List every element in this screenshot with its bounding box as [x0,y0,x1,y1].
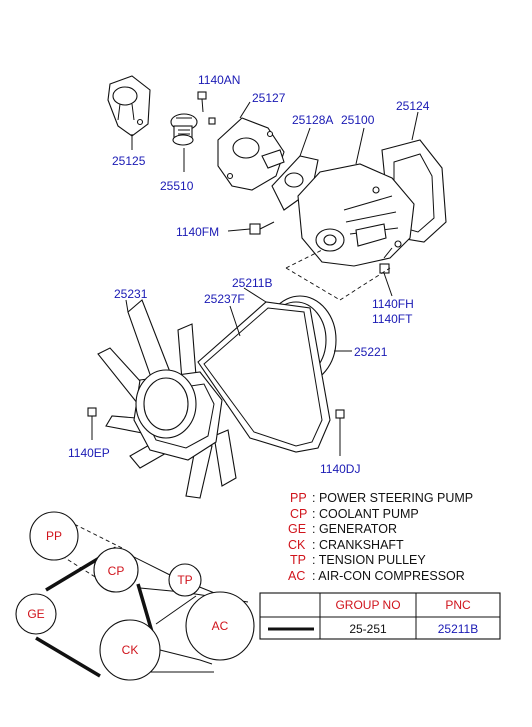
fan-spacer-part [135,369,197,439]
part-number-25125: 25125 [112,154,146,168]
pulley-pp-label: PP [46,529,62,543]
water-inlet-fitting-part [217,117,285,191]
part-number-1140ft: 1140FT [372,312,413,326]
part-number-25221: 25221 [354,345,388,359]
pulley-ck-label: CK [122,643,139,657]
thermostat-part [170,113,198,146]
part-number-25128a: 25128A [292,113,333,127]
part-number-25127: 25127 [252,91,286,105]
part-number-25231: 25231 [114,287,148,301]
legend-code: CP [290,507,307,521]
pulley-cp: CP [93,547,139,593]
water-pump-body-part [297,163,415,267]
bolt-1140ep-part [87,407,97,440]
pulley-cp-label: CP [108,564,125,578]
legend-code: GE [288,522,306,536]
pulley-tp-label: TP [177,573,192,587]
table-header-pnc: PNC [445,598,471,612]
part-number-1140fm: 1140FM [176,225,219,239]
table-border [259,592,501,640]
part-number-25237f: 25237F [204,292,245,306]
pulley-ac: AC [185,591,255,661]
part-number-25510: 25510 [160,179,194,193]
part-number-1140dj: 1140DJ [320,462,360,476]
belt-routing-diagram: PP CP GE CK TP AC [15,511,255,681]
bolt-1140an-part [197,91,216,125]
pulley-pp: PP [29,511,79,561]
part-number-1140fh: 1140FH [372,297,414,311]
pulley-tp: TP [168,563,202,597]
table-header-group-no: GROUP NO [335,598,400,612]
part-number-1140ep: 1140EP [68,446,110,460]
legend-desc: : CRANKSHAFT [312,538,404,552]
part-number-25100: 25100 [341,113,375,127]
bolt-1140fm-part [249,221,275,235]
legend-code: TP [290,553,306,567]
table-cell-group-no: 25-251 [349,622,387,636]
pulley-ac-label: AC [212,619,229,633]
legend: PP : POWER STEERING PUMP CP : COOLANT PU… [288,491,473,583]
legend-desc: : AIR-CON COMPRESSOR [312,569,465,583]
part-number-1140an: 1140AN [198,73,240,87]
legend-desc: : COOLANT PUMP [312,507,419,521]
legend-desc: : GENERATOR [312,522,397,536]
reference-table: GROUP NO PNC 25-251 25211B [259,592,501,640]
legend-code: AC [288,569,305,583]
fan-belt-part [197,301,331,453]
pulley-ge-label: GE [27,607,44,621]
legend-desc: : POWER STEERING PUMP [312,491,473,505]
legend-desc: : TENSION PULLEY [312,553,426,567]
gasket-25128a-part [271,155,319,211]
legend-code: CK [288,538,306,552]
table-cell-pnc: 25211B [438,622,478,636]
part-number-25211b: 25211B [232,276,272,290]
pulley-ge: GE [15,593,57,635]
bolt-1140dj-part [335,409,345,456]
pulley-ck: CK [99,619,161,681]
legend-code: PP [290,491,307,505]
part-number-25124: 25124 [396,99,430,113]
thermostat-cover-part [107,75,151,137]
